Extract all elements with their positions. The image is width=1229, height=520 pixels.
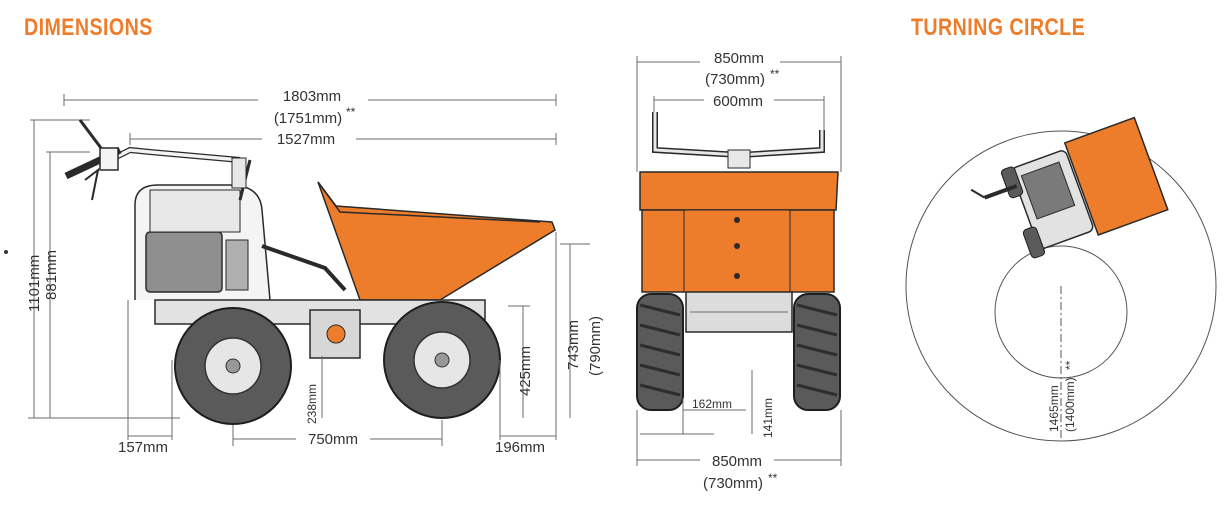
handle-width-label: 600mm [713,93,763,110]
rear-overhang-label: 157mm [118,439,168,456]
top-width-label: 850mm [714,50,764,67]
dimensions-heading: DIMENSIONS [24,14,153,41]
footnote-marker: ** [768,471,778,485]
turning-radius-label: 1465mm [1047,385,1061,432]
overall-length-label: 1803mm [283,88,341,105]
turning-radius-alt-label: (1400mm) [1063,377,1077,432]
top-view-dumper [970,116,1169,259]
left-front-tyre [636,293,684,411]
inner-turning-circle [994,245,1128,379]
handle-height-label: 881mm [43,250,60,300]
footnote-marker: ** [770,67,780,81]
body-length-label: 1527mm [277,131,335,148]
tyre-offset-label: 162mm [692,397,732,411]
turning-circle-heading: TURNING CIRCLE [911,14,1086,41]
front-view: 850mm (730mm) ** 600mm 162mm 141mm [636,48,842,492]
skip-top-label: 743mm [565,320,582,370]
overall-length-alt-label: (1751mm) [274,110,342,127]
skip-body [317,181,556,301]
wheelbase-label: 750mm [308,431,358,448]
skip-lip-label: 425mm [517,346,534,396]
footnote-marker: ** [1063,360,1077,370]
outer-turning-circle [905,130,1217,442]
skip-front [639,171,839,211]
top-view-skip [1063,116,1169,236]
ground-clearance-label: 238mm [305,384,319,424]
bullet-dot [4,250,8,254]
front-overhang-label: 196mm [495,439,545,456]
tyre-clearance-label: 141mm [761,398,775,438]
bottom-width-alt-label: (730mm) [703,475,763,492]
skip-top-alt-label: (790mm) [587,316,604,376]
bottom-width-label: 850mm [712,453,762,470]
turning-circle-diagram: 1465mm (1400mm) ** [905,116,1217,442]
top-width-alt-label: (730mm) [705,71,765,88]
overall-height-label: 1101mm [26,255,43,312]
footnote-marker: ** [346,105,356,119]
side-view: 1803mm (1751mm) ** 1527mm 1101mm 881mm [4,88,604,456]
right-front-tyre [793,293,841,411]
